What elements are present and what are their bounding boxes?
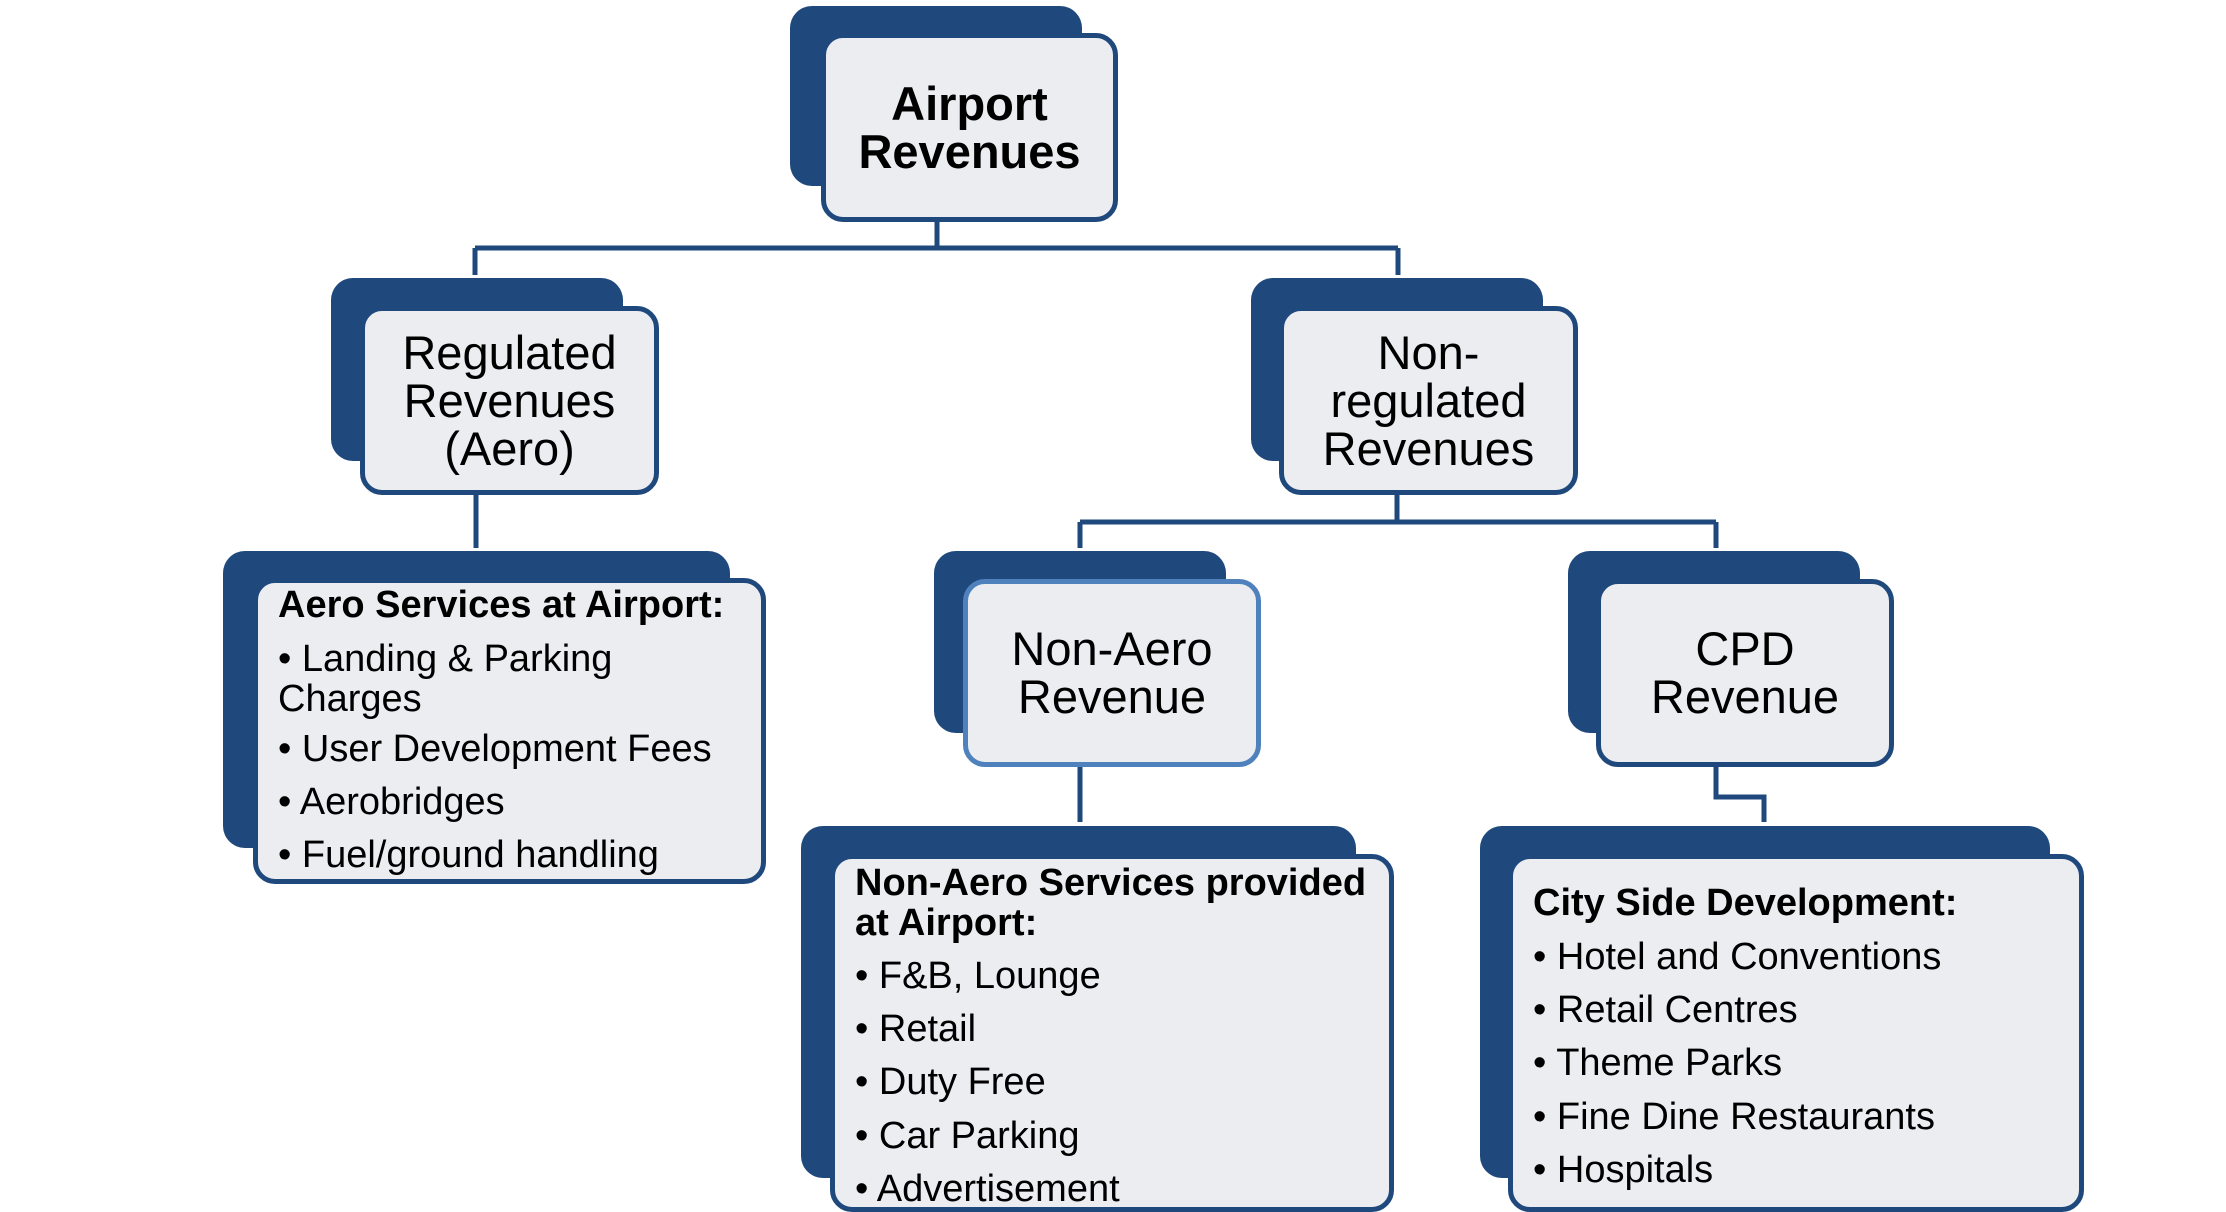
cpd-item-theme-parks: • Theme Parks [1533, 1042, 1783, 1084]
cpd-services-heading: City Side Development: [1533, 882, 1958, 924]
airport-revenues-title: Airport Revenues [858, 76, 1081, 178]
nonaero-revenue-title: Non-Aero Revenue [1011, 622, 1213, 723]
aero-services-heading: Aero Services at Airport: [278, 584, 725, 626]
nonaero-services-heading: Non-Aero Services provided at Airport: [855, 862, 1367, 944]
cpd-item-retail-centres: • Retail Centres [1533, 989, 1798, 1031]
nonaero-item-fnb: • F&B, Lounge [855, 955, 1101, 997]
aero-item-aerobridges: • Aerobridges [278, 781, 505, 823]
cpd-revenue-title: CPD Revenue [1650, 622, 1840, 723]
regulated-revenues-title: Regulated Revenues (Aero) [402, 325, 617, 475]
cpd-item-hospitals: • Hospitals [1533, 1149, 1714, 1191]
nonaero-item-retail: • Retail [855, 1008, 977, 1050]
cpd-item-hotel: • Hotel and Conventions [1533, 936, 1942, 978]
aero-item-udf: • User Development Fees [278, 728, 712, 770]
connector-nonregulated-to-children [1077, 493, 1719, 548]
connector-cpd-to-details [1713, 767, 1767, 822]
nonaero-item-duty-free: • Duty Free [855, 1061, 1046, 1103]
nonaero-item-car-parking: • Car Parking [855, 1115, 1080, 1157]
aero-item-fuel: • Fuel/ground handling [278, 834, 659, 876]
connector-root-to-level2 [472, 218, 1401, 275]
cpd-item-fine-dine: • Fine Dine Restaurants [1533, 1096, 1935, 1138]
nonregulated-revenues-title: Non- regulated Revenues [1322, 325, 1535, 475]
aero-item-landing: • Landing & Parking Charges [278, 638, 613, 720]
nonaero-item-advertisement: • Advertisement [855, 1168, 1120, 1210]
